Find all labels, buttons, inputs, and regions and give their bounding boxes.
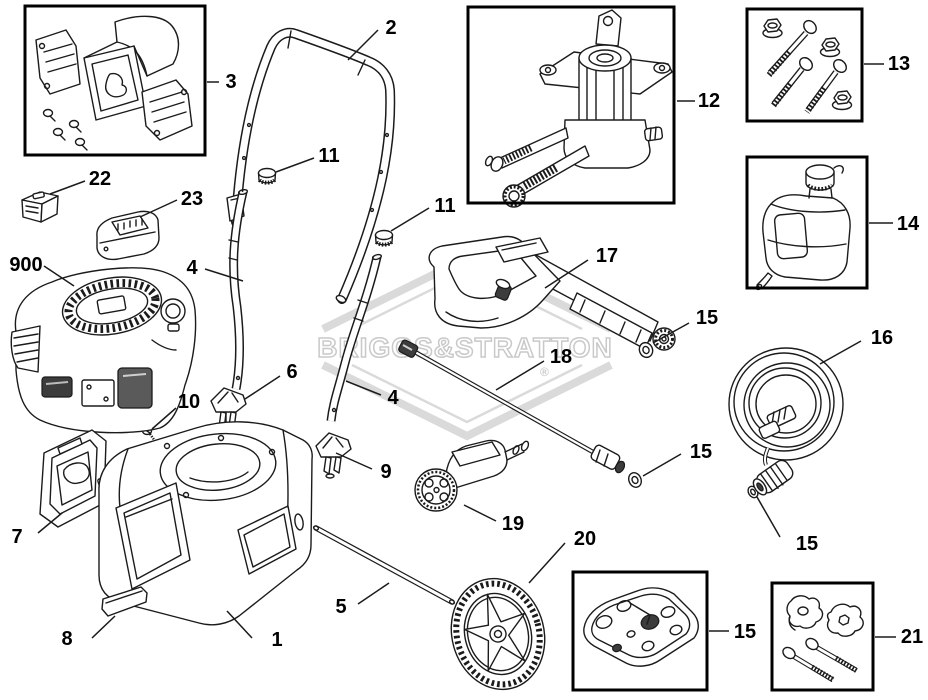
part-14-tank-drawing bbox=[755, 164, 851, 291]
part-label-13: 13 bbox=[888, 53, 910, 75]
leader-line-900 bbox=[43, 265, 75, 287]
part-box-3 bbox=[23, 4, 207, 157]
part-label-6: 6 bbox=[286, 361, 297, 383]
brand-watermark: BRIGGS&STRATTON ® bbox=[316, 253, 613, 441]
part-5-axle-drawing bbox=[312, 525, 456, 605]
leader-line-23 bbox=[139, 199, 178, 218]
leader-line-7 bbox=[37, 512, 63, 534]
part-label-20: 20 bbox=[574, 528, 596, 550]
leader-line-22 bbox=[49, 180, 86, 195]
leader-line-4 bbox=[204, 268, 244, 282]
part-12-pump-drawing bbox=[484, 9, 673, 208]
part-label-5: 5 bbox=[335, 596, 346, 618]
leader-line-1 bbox=[226, 610, 253, 639]
part-17-gun-drawing bbox=[428, 235, 676, 351]
part-23-charger-drawing bbox=[96, 210, 160, 261]
watermark-registered-mark: ® bbox=[540, 365, 549, 379]
part-label-10: 10 bbox=[178, 391, 200, 413]
part-box-14 bbox=[745, 155, 869, 290]
leader-line-19 bbox=[463, 504, 497, 522]
shroud-screws bbox=[42, 108, 88, 151]
part-box-12 bbox=[466, 5, 676, 205]
part-label-9: 9 bbox=[380, 461, 391, 483]
part-label-12: 12 bbox=[698, 90, 720, 112]
part-4-tube-drawing bbox=[228, 188, 249, 390]
part-label-15: 15 bbox=[796, 533, 818, 555]
part-label-4: 4 bbox=[186, 257, 198, 279]
watermark-text: BRIGGS&STRATTON bbox=[317, 332, 613, 363]
part-label-900: 900 bbox=[9, 254, 42, 276]
part-13-hardware-drawing bbox=[762, 18, 853, 114]
part-15-kit-drawing bbox=[583, 587, 699, 667]
part-label-11: 11 bbox=[434, 195, 455, 217]
leader-line-15 bbox=[642, 453, 682, 477]
part-11-cap-drawing bbox=[257, 167, 277, 185]
leader-line-15 bbox=[652, 322, 690, 344]
leader-line-11 bbox=[275, 157, 315, 173]
part-label-23: 23 bbox=[181, 188, 203, 210]
part-label-11: 11 bbox=[318, 145, 339, 167]
part-label-18: 18 bbox=[550, 346, 572, 368]
part-label-14: 14 bbox=[897, 213, 920, 235]
part-label-17: 17 bbox=[596, 245, 618, 267]
part-21-knob-kit-drawing bbox=[782, 595, 864, 683]
part-label-2: 2 bbox=[385, 17, 396, 39]
part-box-21 bbox=[770, 581, 875, 692]
part-label-21: 21 bbox=[901, 626, 923, 648]
leader-line-4 bbox=[345, 380, 382, 396]
part-label-4: 4 bbox=[387, 387, 399, 409]
leader-line-20 bbox=[528, 542, 566, 584]
part-label-15: 15 bbox=[696, 307, 718, 329]
part-1-base-drawing bbox=[98, 421, 313, 626]
part-19-hub-drawing bbox=[414, 439, 530, 512]
part-label-3: 3 bbox=[225, 71, 236, 93]
part-15-oring-drawing bbox=[628, 472, 642, 488]
part-label-15: 15 bbox=[690, 441, 712, 463]
part-box-15 bbox=[571, 570, 709, 692]
part-20-wheel-drawing bbox=[450, 577, 546, 691]
leader-line-17 bbox=[544, 259, 589, 289]
part-9-clip-drawing bbox=[315, 432, 352, 479]
leader-line-11 bbox=[390, 207, 430, 232]
part-3-shroud-drawing bbox=[35, 15, 193, 151]
part-900-engine-drawing bbox=[10, 267, 197, 434]
part-18-wand-drawing bbox=[398, 339, 626, 474]
part-label-16: 16 bbox=[871, 327, 893, 349]
part-22-battery-drawing bbox=[21, 191, 59, 223]
part-15-oring-drawing bbox=[638, 341, 654, 359]
part-11-cap-drawing bbox=[374, 229, 394, 247]
leader-line-15 bbox=[756, 496, 781, 538]
part-label-22: 22 bbox=[89, 168, 111, 190]
part-label-19: 19 bbox=[502, 513, 524, 535]
part-box-13 bbox=[745, 7, 864, 123]
leader-line-2 bbox=[347, 29, 379, 61]
part-label-1: 1 bbox=[271, 629, 282, 651]
part-8-foot-drawing bbox=[101, 586, 148, 617]
leader-line-6 bbox=[244, 375, 281, 400]
leader-line-10 bbox=[151, 407, 177, 430]
leader-line-8 bbox=[91, 615, 116, 639]
grouping-boxes bbox=[23, 4, 875, 692]
leader-line-18 bbox=[495, 360, 545, 391]
part-label-8: 8 bbox=[61, 628, 72, 650]
part-label-7: 7 bbox=[11, 526, 22, 548]
part-2-handle-drawing bbox=[226, 27, 396, 304]
part-16-hose-drawing bbox=[728, 347, 844, 496]
leader-line-5 bbox=[357, 582, 390, 605]
part-label-15: 15 bbox=[734, 621, 756, 643]
part-7-panel-drawing bbox=[39, 429, 109, 528]
leader-line-9 bbox=[335, 452, 373, 470]
part-4-tube-drawing bbox=[326, 253, 382, 422]
leader-line-16 bbox=[819, 340, 862, 365]
